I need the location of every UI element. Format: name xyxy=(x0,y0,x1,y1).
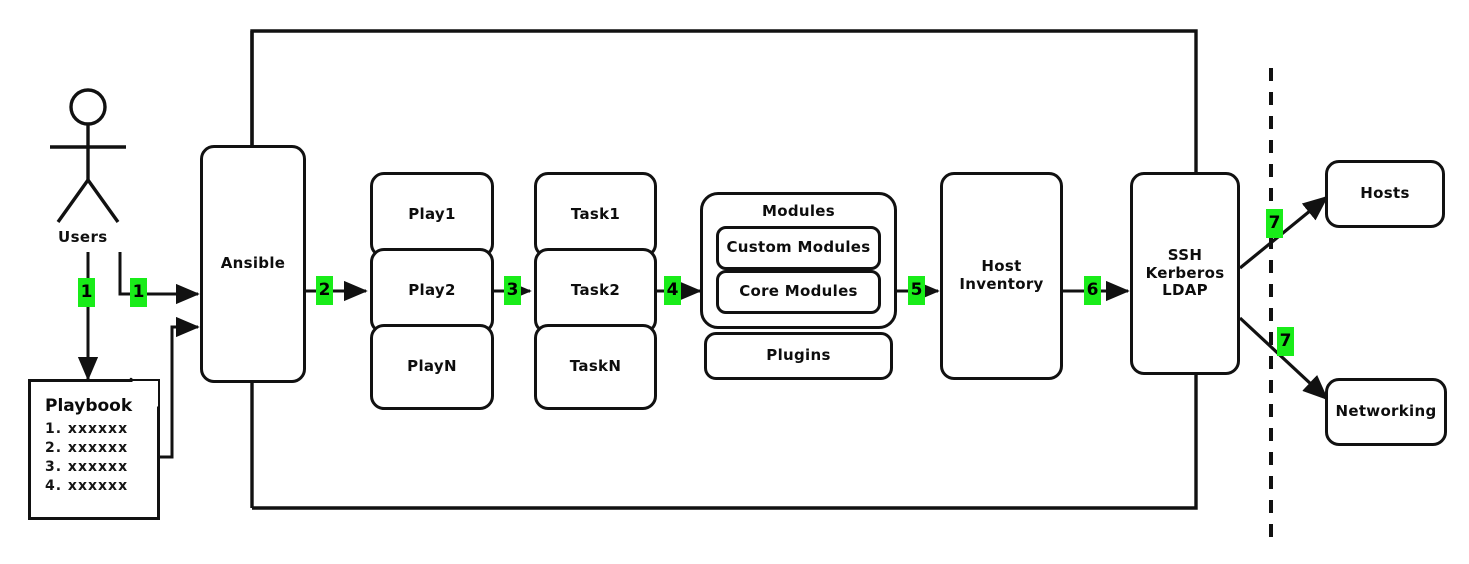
playbook-line: 3. xxxxxx xyxy=(45,458,129,475)
node-custom-modules-label: Custom Modules xyxy=(726,238,871,257)
node-play-n-label: PlayN xyxy=(407,357,457,376)
node-hosts[interactable]: Hosts xyxy=(1325,160,1445,228)
node-play-1[interactable]: Play1 xyxy=(370,172,494,258)
node-host-inventory[interactable]: Host Inventory xyxy=(940,172,1063,380)
node-tasks-stack[interactable]: Task1 Task2 TaskN xyxy=(534,172,657,410)
playbook-line: 4. xxxxxx xyxy=(45,477,129,494)
step-badge-3: 3 xyxy=(504,276,521,305)
step-badge-7-hosts: 7 xyxy=(1266,209,1283,238)
node-modules-group[interactable]: Modules Custom Modules Core Modules Plug… xyxy=(700,192,897,380)
playbook-fold-decoration xyxy=(132,381,158,407)
step-badge-5: 5 xyxy=(908,276,925,305)
connector-playbook-to-ansible xyxy=(160,316,200,459)
node-modules-title: Modules xyxy=(762,202,835,220)
node-play-n[interactable]: PlayN xyxy=(370,324,494,410)
node-task-n-label: TaskN xyxy=(569,357,622,376)
node-plugins[interactable]: Plugins xyxy=(704,332,893,380)
step-badge-6: 6 xyxy=(1084,276,1101,305)
node-networking[interactable]: Networking xyxy=(1325,378,1447,446)
step-badge-1a: 1 xyxy=(78,278,95,307)
node-task-1[interactable]: Task1 xyxy=(534,172,657,258)
node-task-2-label: Task2 xyxy=(570,281,621,300)
node-task-2[interactable]: Task2 xyxy=(534,248,657,334)
node-plays-stack[interactable]: Play1 Play2 PlayN xyxy=(370,172,494,410)
node-play-2[interactable]: Play2 xyxy=(370,248,494,334)
step-badge-2: 2 xyxy=(316,276,333,305)
node-hosts-label: Hosts xyxy=(1360,184,1410,203)
stick-figure-user-icon xyxy=(50,88,126,223)
node-core-modules[interactable]: Core Modules xyxy=(716,270,881,314)
node-task-n[interactable]: TaskN xyxy=(534,324,657,410)
node-transport-auth-label: SSH Kerberos LDAP xyxy=(1145,245,1225,300)
node-transport-auth[interactable]: SSH Kerberos LDAP xyxy=(1130,172,1240,375)
playbook-title: Playbook xyxy=(45,396,133,416)
users-label: Users xyxy=(58,228,108,246)
node-play-1-label: Play1 xyxy=(408,205,456,224)
step-badge-7-networking: 7 xyxy=(1277,327,1294,356)
playbook-line: 2. xxxxxx xyxy=(45,439,129,456)
node-plugins-label: Plugins xyxy=(766,346,831,365)
connector-users-to-ansible xyxy=(118,252,200,305)
node-networking-label: Networking xyxy=(1335,402,1437,421)
playbook-document[interactable]: Playbook 1. xxxxxx 2. xxxxxx 3. xxxxxx 4… xyxy=(28,379,160,520)
playbook-line: 1. xxxxxx xyxy=(45,421,129,437)
node-play-2-label: Play2 xyxy=(408,281,456,300)
node-host-inventory-label: Host Inventory xyxy=(959,257,1044,293)
connector-transport-to-hosts xyxy=(1238,195,1329,270)
step-badge-4: 4 xyxy=(664,276,681,305)
node-task-1-label: Task1 xyxy=(570,205,621,224)
node-core-modules-label: Core Modules xyxy=(739,282,858,301)
connector-transport-to-networking xyxy=(1238,316,1329,401)
node-custom-modules[interactable]: Custom Modules xyxy=(716,226,881,270)
node-ansible[interactable]: Ansible xyxy=(200,145,306,383)
step-badge-1b: 1 xyxy=(130,278,147,307)
node-ansible-label: Ansible xyxy=(220,254,286,273)
